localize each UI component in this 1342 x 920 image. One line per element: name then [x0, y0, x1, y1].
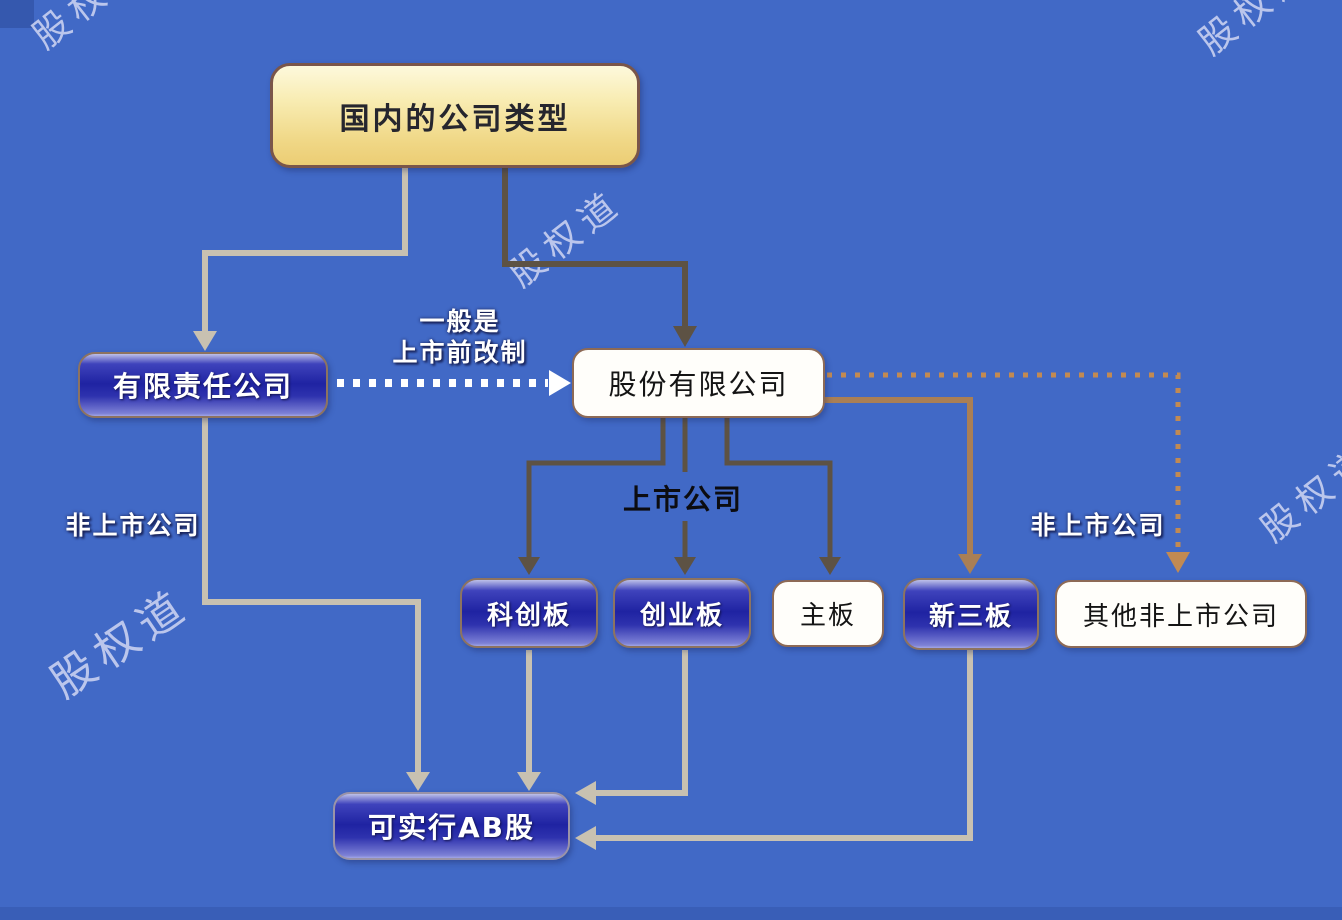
node-ab-share-label: 可实行AB股 [367, 811, 535, 844]
node-limited-liability-company-label: 有限责任公司 [112, 370, 293, 403]
edge-label-restructure-line1: 一般是 [419, 307, 501, 336]
node-company-types-root-label: 国内的公司类型 [339, 101, 571, 137]
node-company-types-root: 国内的公司类型 [270, 63, 640, 168]
node-main-board: 主板 [772, 580, 884, 647]
edge-label-restructure: 一般是 上市前改制 [340, 307, 580, 368]
node-joint-stock-company-label: 股份有限公司 [608, 368, 789, 401]
edge-label-restructure-line2: 上市前改制 [392, 337, 528, 367]
node-other-non-listed: 其他非上市公司 [1055, 580, 1307, 648]
corner-shade-top-left [0, 0, 34, 28]
node-joint-stock-company: 股份有限公司 [572, 348, 825, 418]
node-other-non-listed-label: 其他非上市公司 [1082, 601, 1279, 632]
node-main-board-label: 主板 [799, 601, 856, 631]
edge-label-non-listed-right: 非上市公司 [1030, 511, 1166, 540]
node-chinext: 创业板 [613, 578, 751, 648]
node-star-market: 科创板 [460, 578, 598, 648]
bottom-shade-band [0, 907, 1342, 920]
edge-label-non-listed-left: 非上市公司 [65, 511, 201, 540]
node-ab-share: 可实行AB股 [333, 792, 570, 860]
node-neeq-label: 新三板 [928, 601, 1013, 632]
node-star-market-label: 科创板 [486, 600, 571, 631]
edge-label-listed-company: 上市公司 [622, 483, 743, 516]
node-chinext-label: 创业板 [639, 600, 724, 631]
node-limited-liability-company: 有限责任公司 [78, 352, 328, 418]
node-neeq: 新三板 [903, 578, 1039, 650]
